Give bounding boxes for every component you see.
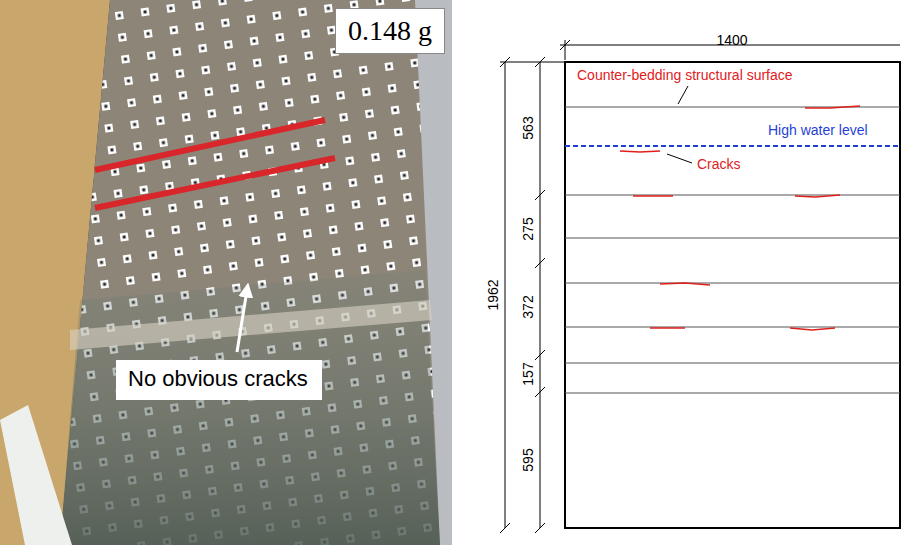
- water-level-label: High water level: [768, 123, 868, 137]
- marker-grid: [60, 0, 440, 545]
- concrete-slope: [60, 0, 440, 545]
- dimension-text: 372: [521, 295, 535, 318]
- red-band: [95, 158, 335, 208]
- layer-lines: [565, 107, 900, 393]
- water-body: [60, 270, 440, 545]
- acceleration-tag: 0.148 g: [335, 8, 445, 54]
- white-bracket: [0, 405, 72, 545]
- photo-background: [0, 0, 452, 545]
- dimension-text: 157: [521, 362, 535, 385]
- red-band: [95, 120, 325, 170]
- leader-line: [667, 154, 692, 163]
- crack-label: Cracks: [697, 157, 741, 171]
- dimension-lines: [500, 40, 900, 533]
- annotation-box: No obvious cracks: [116, 360, 322, 400]
- water-level-line: [565, 145, 900, 147]
- dimension-text: 1400: [716, 33, 747, 47]
- pointer-arrow: [237, 290, 247, 352]
- leader-line: [678, 86, 688, 104]
- water-line: [70, 300, 432, 350]
- crack-marks: [620, 106, 860, 330]
- surface-label: Counter-bedding structural surface: [577, 68, 793, 82]
- dimension-text: 595: [521, 448, 535, 471]
- node-text: 0.148 g: [348, 15, 432, 47]
- model-outline: [565, 62, 900, 528]
- dimension-text: 1962: [486, 279, 500, 310]
- dimension-text: 275: [521, 217, 535, 240]
- dimension-text: 563: [521, 116, 535, 139]
- node-text: No obvious cracks: [128, 366, 310, 392]
